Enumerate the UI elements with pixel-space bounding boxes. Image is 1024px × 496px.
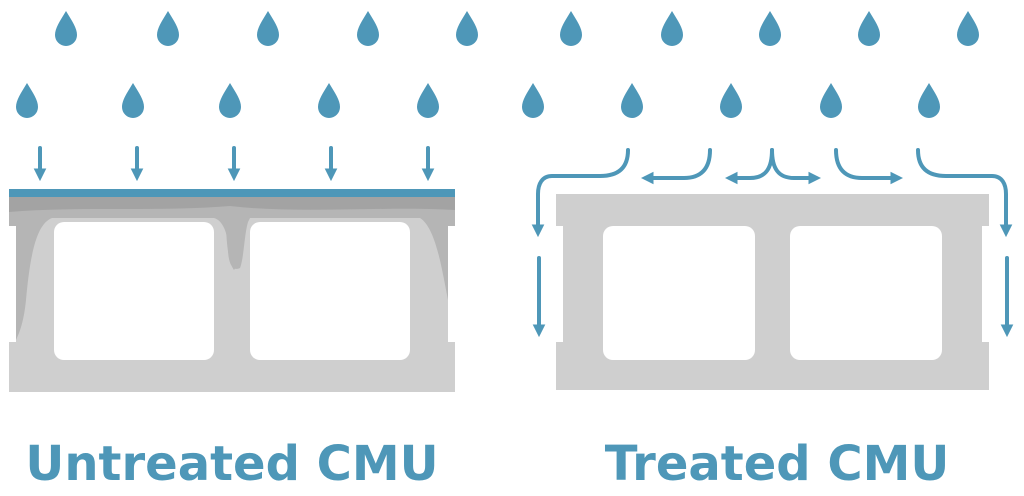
raindrop-icon (759, 11, 781, 46)
arrow-icon (770, 148, 822, 185)
raindrop-icon (621, 83, 643, 118)
raindrop-icon (257, 11, 279, 46)
treated-block (531, 148, 1014, 390)
raindrop-icon (720, 83, 742, 118)
raindrop-icon (219, 83, 241, 118)
untreated-block (9, 146, 455, 392)
water-drip (226, 220, 242, 270)
treated-cmu-label: Treated CMU (604, 436, 950, 492)
arrow-icon (834, 148, 904, 185)
raindrop-icon (456, 11, 478, 46)
runoff-arrows (531, 148, 1014, 338)
arrow-icon (531, 148, 630, 238)
raindrops-top-row (55, 11, 979, 46)
raindrop-icon (522, 83, 544, 118)
raindrop-icon (661, 11, 683, 46)
raindrops-second-row (16, 83, 940, 118)
treated-core-left (603, 226, 755, 360)
raindrop-icon (560, 11, 582, 46)
raindrop-icon (417, 83, 439, 118)
raindrop-icon (157, 11, 179, 46)
raindrop-icon (820, 83, 842, 118)
raindrop-icon (16, 83, 38, 118)
raindrop-icon (55, 11, 77, 46)
raindrop-icon (357, 11, 379, 46)
raindrop-icon (957, 11, 979, 46)
absorption-arrows (33, 146, 435, 182)
arrow-icon (916, 148, 1013, 238)
arrow-icon (724, 148, 774, 185)
raindrop-icon (318, 83, 340, 118)
treated-core-right (790, 226, 942, 360)
untreated-core-left (54, 222, 214, 360)
untreated-core-right (250, 222, 410, 360)
raindrop-icon (858, 11, 880, 46)
raindrop-icon (122, 83, 144, 118)
arrow-icon (640, 148, 712, 185)
untreated-cmu-label: Untreated CMU (25, 436, 439, 492)
surface-water-film (9, 189, 455, 197)
water-saturation-dark-band (9, 194, 455, 212)
raindrop-icon (918, 83, 940, 118)
